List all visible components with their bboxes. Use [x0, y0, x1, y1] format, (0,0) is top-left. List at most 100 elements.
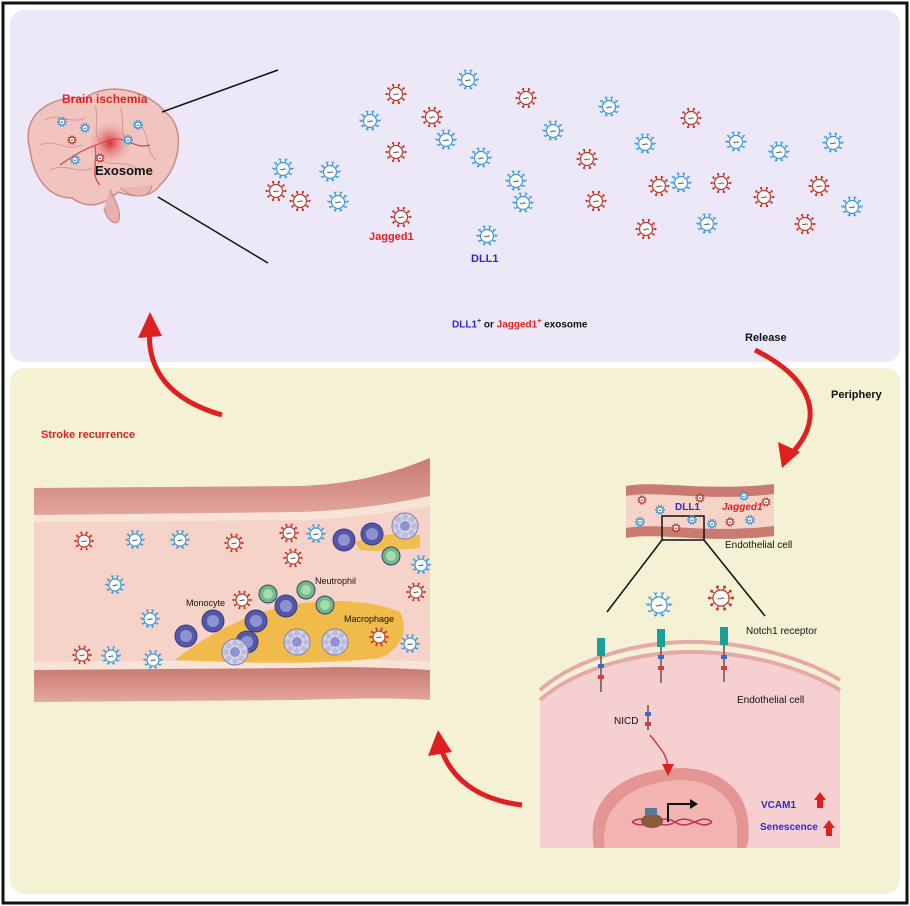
jagged1-exosome — [385, 83, 407, 105]
zoom-line-right — [703, 539, 766, 617]
jagged1-exosome — [794, 213, 816, 235]
notch-receptor — [720, 627, 728, 682]
recurrence-arrow — [146, 324, 223, 418]
dll1-exosome — [738, 490, 750, 501]
dll1-exosome — [634, 516, 646, 527]
dll1-exosome — [142, 650, 164, 669]
dll1-exosome — [169, 530, 191, 549]
upper-panel — [10, 10, 900, 362]
notch-receptor — [597, 638, 605, 692]
dll1-exosome — [104, 575, 126, 594]
vessel-exosomes — [72, 523, 432, 669]
dll1-exosome — [654, 504, 666, 515]
jagged1-exosome — [265, 180, 287, 202]
jagged1-exosome — [671, 523, 681, 533]
monocyte-cell — [174, 624, 198, 648]
dll1-exosome — [56, 116, 68, 127]
jagged1-exosome — [421, 106, 443, 128]
jagged1-exosome — [707, 585, 735, 611]
neutrophil-cell — [315, 595, 335, 615]
neutrophil-cell — [296, 580, 316, 600]
dll1-exosome — [475, 225, 499, 246]
jagged1-exosome — [224, 533, 244, 553]
release-arrow — [753, 347, 813, 457]
jagged1-label: Jagged1 — [369, 231, 414, 243]
macrophage-label: Macrophage — [344, 614, 395, 624]
jagged1-exosome — [725, 517, 735, 527]
jagged1-exosome — [635, 218, 657, 240]
dll1-exosome — [124, 530, 146, 549]
vcam1-label: VCAM1 — [761, 800, 797, 811]
dll1-exosome — [695, 213, 719, 234]
macrophage-cell — [391, 512, 419, 540]
upregulation-arrows — [814, 792, 835, 836]
jagged1-exosome — [585, 190, 607, 212]
vessel-dll1-label: DLL1 — [675, 502, 700, 513]
jagged1-exosome — [648, 175, 670, 197]
jagged1-exosome — [385, 141, 407, 163]
jagged1-exosome — [761, 497, 771, 507]
dll1-exosome — [724, 131, 748, 152]
binding-exosomes — [645, 585, 735, 617]
jagged1-exosome — [637, 495, 647, 505]
senescence-label: Senescence — [760, 822, 818, 833]
dll1-exosome — [686, 514, 698, 525]
jagged1-exosome — [406, 582, 426, 602]
jagged1-exosome — [576, 148, 598, 170]
dll1-exosome — [399, 634, 421, 653]
small-vessel-exosomes — [634, 490, 771, 533]
macrophage-cell — [283, 628, 311, 656]
dll1-exosome — [100, 646, 122, 665]
jagged1-exosome — [283, 548, 303, 568]
brain-exosomes — [56, 116, 144, 165]
nicd-fragment — [645, 705, 651, 730]
jagged1-exosome — [72, 645, 92, 665]
dll1-exosome — [434, 129, 458, 150]
dll1-exosome — [132, 119, 144, 130]
nicd-label: NICD — [614, 716, 639, 727]
vessel-cells — [174, 512, 419, 666]
exosome-label: Exosome — [95, 163, 153, 178]
jagged1-exosome — [279, 523, 299, 543]
neutrophil-cell — [381, 546, 401, 566]
senescence-up-arrow — [823, 820, 835, 836]
jagged1-exosome — [289, 190, 311, 212]
brain-illustration — [27, 88, 179, 224]
dll1-exosome — [541, 120, 565, 141]
release-label: Release — [745, 332, 787, 344]
jagged1-exosome — [95, 153, 105, 163]
dll1-exosome — [706, 518, 718, 529]
jagged1-exosome — [680, 107, 702, 129]
jagged1-exosome — [390, 206, 412, 228]
nicd-arrow — [649, 734, 674, 776]
notch-receptor — [657, 629, 665, 683]
monocyte-cell — [274, 594, 298, 618]
recurrence-arrowhead — [138, 312, 162, 338]
jagged1-exosome — [695, 493, 705, 503]
legend-exosome: exosome — [541, 319, 588, 331]
dll1-exosome — [139, 609, 161, 628]
periphery-label: Periphery — [831, 389, 882, 401]
jagged1-exosome — [808, 175, 830, 197]
brain-ischemia-label: Brain ischemia — [62, 92, 148, 106]
macrophage-cell — [221, 638, 249, 666]
dll1-exosome — [358, 110, 382, 131]
jagged1-exosome — [67, 135, 77, 145]
legend-jagged1: Jagged1 — [496, 319, 538, 331]
dll1-exosome — [410, 555, 432, 574]
monocyte-cell — [332, 528, 356, 552]
notch1-receptor-label: Notch1 receptor — [746, 626, 818, 637]
endothelial-arrow — [437, 744, 523, 808]
dll1-exosome — [633, 133, 657, 154]
dll1-exosome — [821, 132, 845, 153]
dll1-exosome — [767, 141, 791, 162]
dll1-exosome — [597, 96, 621, 117]
endothelial-arrowhead — [428, 730, 452, 756]
dll1-label: DLL1 — [471, 253, 499, 265]
zoom-line-bottom — [157, 196, 269, 264]
dll1-exosome — [669, 172, 693, 193]
blood-vessel-small — [626, 484, 774, 541]
legend-dll1: DLL1 — [452, 319, 477, 331]
dll1-exosome — [456, 69, 480, 90]
